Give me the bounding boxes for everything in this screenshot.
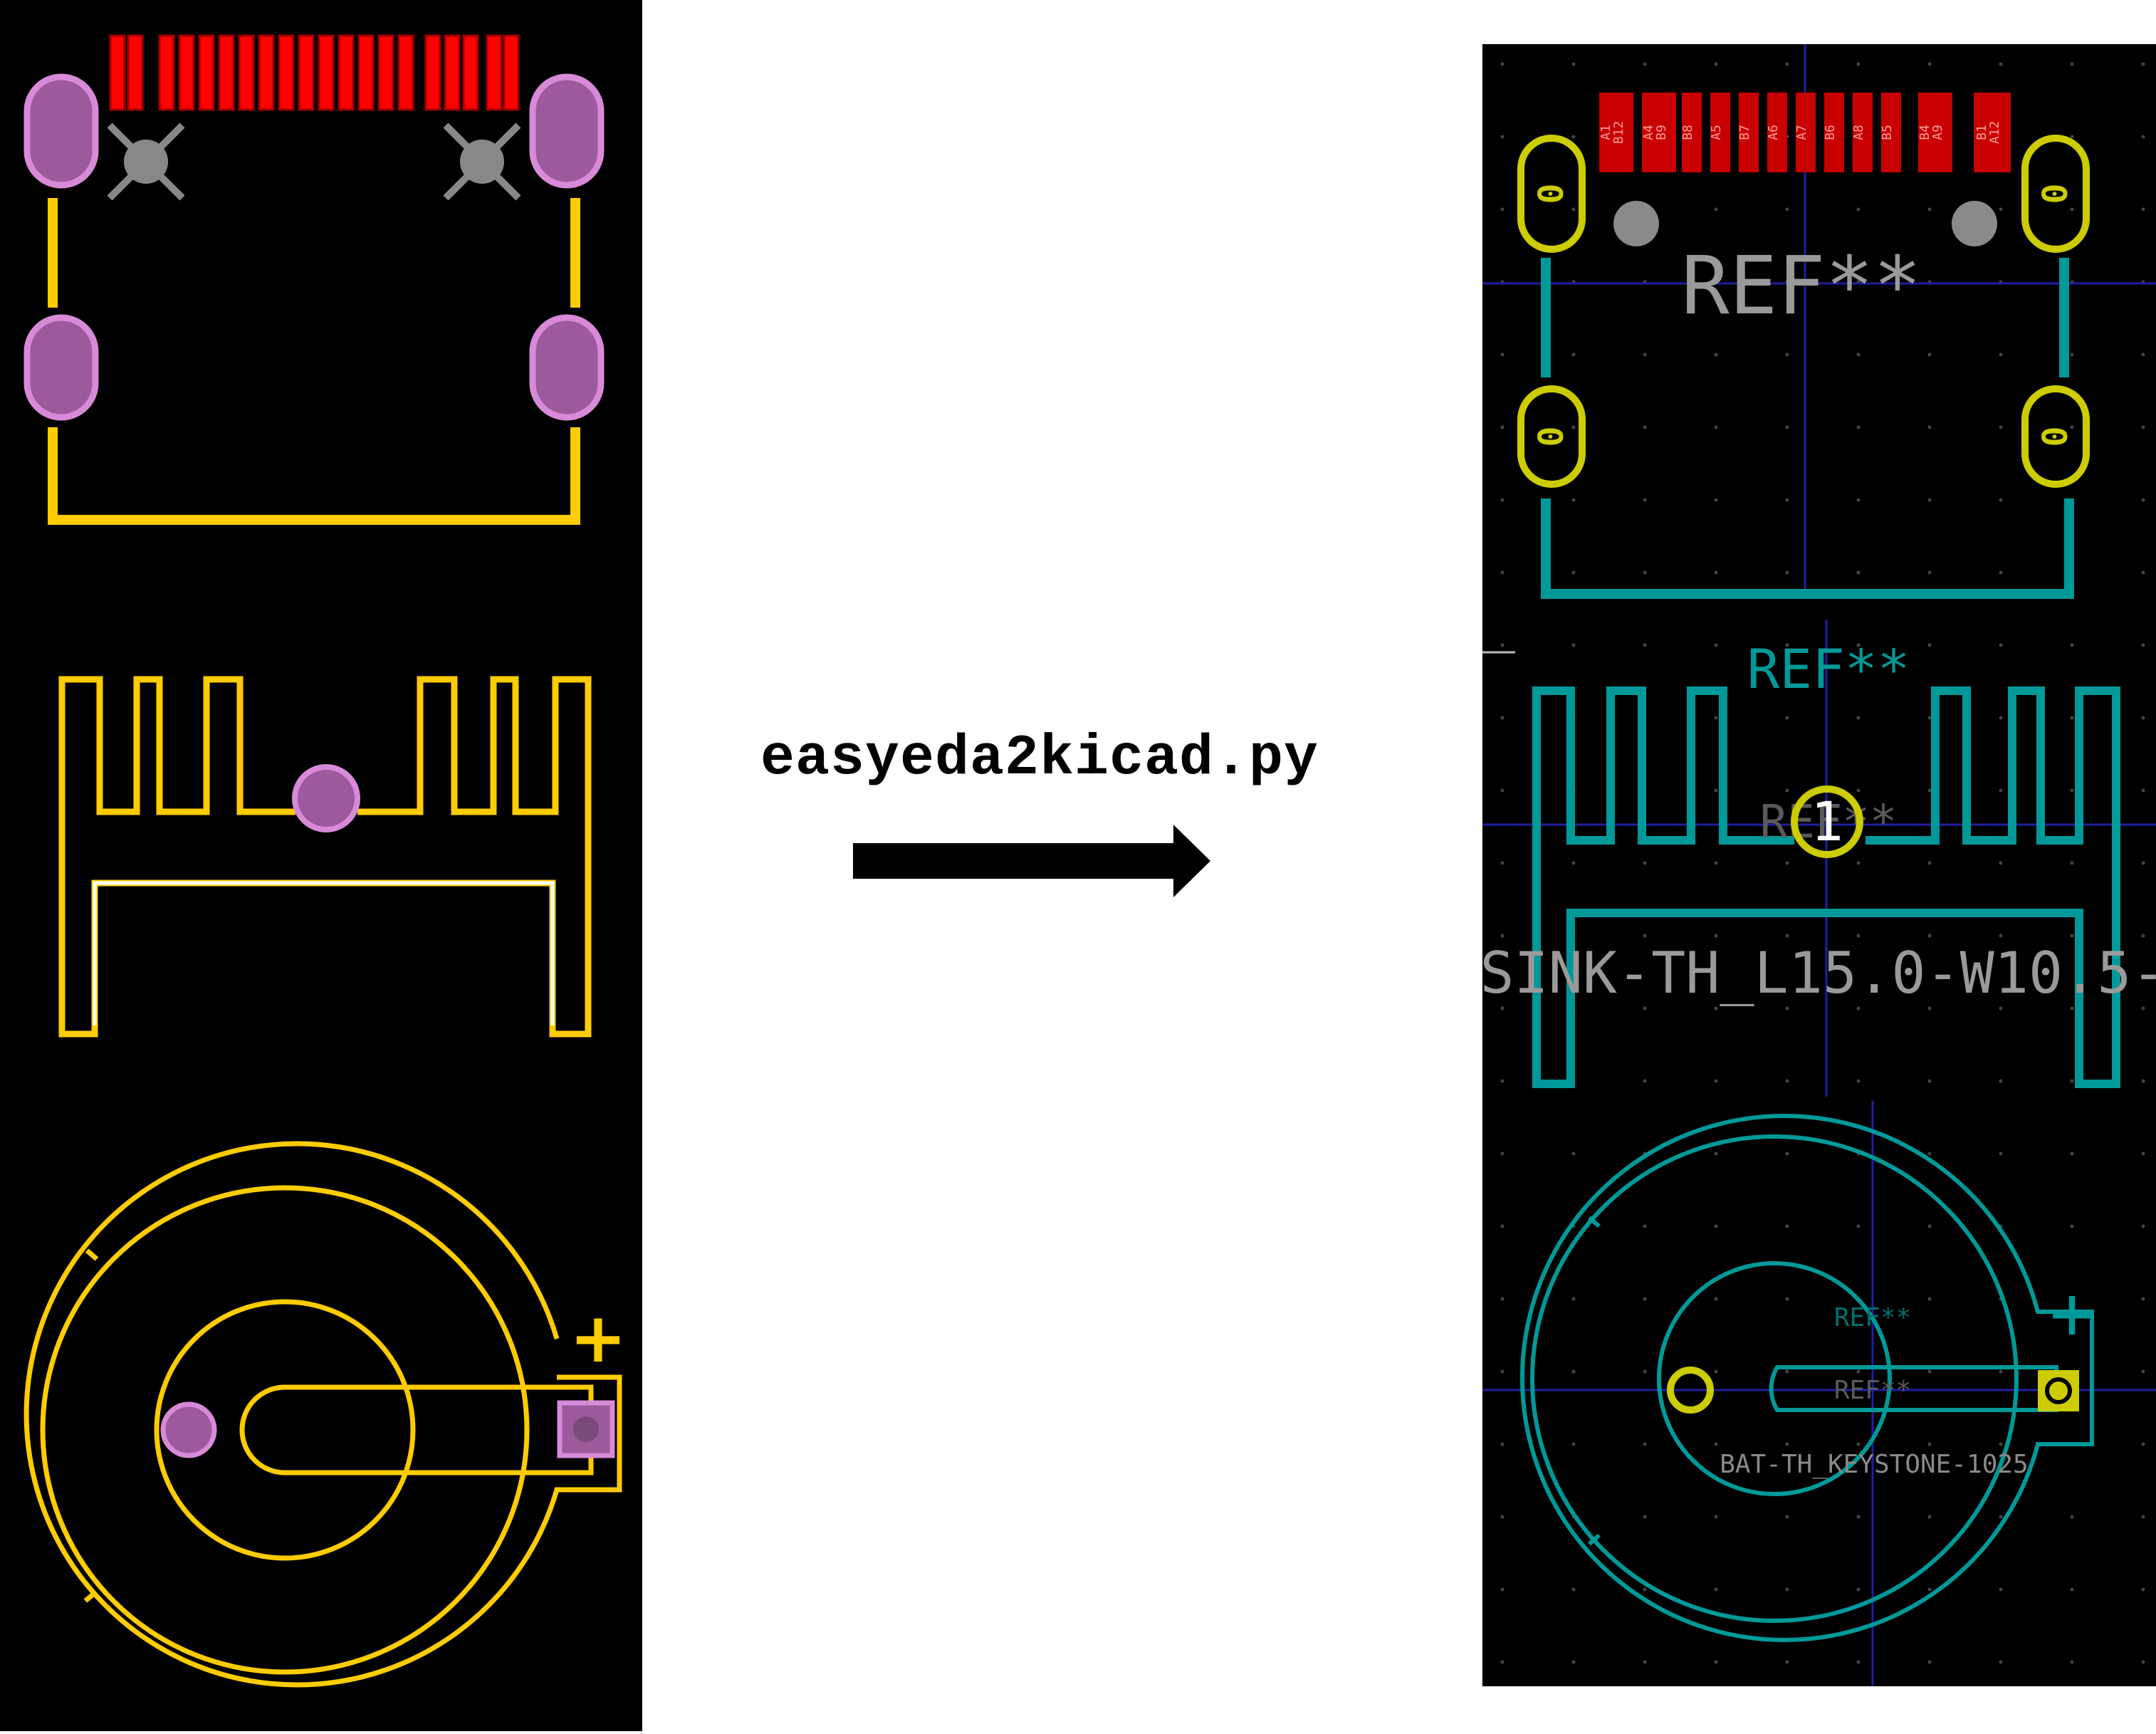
easyeda-usb-outline [48, 198, 580, 525]
kicad-usb-smd-pad [1853, 93, 1873, 172]
kicad-usb-pin-label: A8 [1851, 125, 1866, 140]
kicad-usb-pin-label: B7 [1737, 125, 1752, 140]
conversion-arrow [853, 825, 1210, 897]
easyeda-usb-c-footprint [23, 34, 605, 525]
kicad-usb-pad-glyph: 0 [2036, 427, 2076, 447]
easyeda-view: + [0, 0, 642, 1731]
kicad-usb-smd-pad [1682, 93, 1702, 172]
easyeda-battery-negative-pad [160, 1401, 217, 1458]
kicad-usb-pin-label: B1 [1974, 125, 1989, 140]
kicad-usb-smd-pad [1824, 93, 1844, 172]
kicad-usb-ref-label: REF** [1681, 240, 1921, 333]
kicad-heatsink-ref-top: REF** [1747, 637, 1910, 701]
kicad-battery-center-ring [1657, 1261, 1892, 1496]
kicad-battery-contact [1769, 1365, 2058, 1412]
kicad-battery-negative-pad [1667, 1367, 1714, 1414]
kicad-heatsink-value-label: HEAT-SINK-TH_L15.0-W10.5-H25.0 [1309, 940, 2156, 1006]
kicad-usb-pin-label: A5 [1709, 125, 1724, 140]
kicad-usb-pin-label: B12 [1611, 121, 1626, 145]
kicad-usb-pin-label: A6 [1766, 125, 1781, 140]
easyeda-battery-inner-ring [40, 1185, 530, 1675]
easyeda-heatsink-footprint [58, 676, 592, 1038]
kicad-battery-footprint: + REF** REF** BAT-TH_KEYSTONE-1025 [1520, 1114, 2095, 1642]
kicad-usb-smd-pad [1881, 93, 1901, 172]
kicad-usb-pin-label: B4 [1917, 125, 1932, 140]
kicad-usb-pin-label: B9 [1654, 125, 1669, 140]
kicad-battery-ref-top: REF** [1834, 1303, 1911, 1332]
kicad-usb-shield-pads [1517, 135, 2090, 488]
kicad-usb-pin-label: A9 [1930, 125, 1945, 140]
kicad-heatsink-outline [1532, 686, 2120, 1088]
kicad-usb-smd-pad [1918, 93, 1952, 172]
kicad-usb-pad-glyph: 0 [1532, 184, 1571, 204]
kicad-heatsink-ref-middle: REF** [1760, 796, 1898, 849]
kicad-battery-inner-ring [1530, 1134, 2019, 1623]
kicad-battery-outer-outline [1520, 1114, 2094, 1642]
kicad-usb-smd-pad [1599, 93, 1633, 172]
kicad-usb-pin-label: A12 [1987, 121, 2002, 145]
easyeda-heatsink-white-line [93, 881, 555, 1025]
kicad-usb-pin-label: B5 [1880, 125, 1895, 140]
easyeda-heatsink-pad [292, 764, 360, 832]
easyeda-usb-shield-pads [23, 73, 605, 421]
kicad-usb-pin-label: A4 [1641, 125, 1656, 140]
kicad-heatsink-footprint: REF** REF** 1 HEAT-SINK-TH_L15.0-W10.5-H… [1309, 637, 2156, 1088]
kicad-usb-pin-label: B8 [1680, 125, 1695, 140]
kicad-heatsink-pad [1791, 785, 1863, 858]
kicad-usb-smd-pad [1710, 93, 1730, 172]
kicad-battery-positive-pad [2038, 1370, 2079, 1411]
kicad-usb-smd-pad [1974, 93, 2011, 172]
kicad-usb-pin-label: B6 [1823, 125, 1838, 140]
kicad-battery-value-label: BAT-TH_KEYSTONE-1025 [1720, 1450, 2028, 1479]
kicad-battery-ref-middle: REF** [1834, 1376, 1911, 1405]
kicad-usb-outline [1541, 258, 2074, 599]
kicad-usb-smd-pad [1796, 93, 1816, 172]
kicad-usb-smd-pad [1767, 93, 1787, 172]
kicad-usb-smd-pad [1739, 93, 1759, 172]
kicad-heatsink-pin-number: 1 [1811, 790, 1843, 853]
kicad-background [1482, 44, 2156, 1686]
kicad-usb-pin-label: A1 [1598, 125, 1613, 140]
kicad-usb-smd-pad [1642, 93, 1676, 172]
easyeda-usb-npth-holes [107, 122, 521, 201]
easyeda-battery-center-ring [154, 1299, 416, 1561]
kicad-usb-pad-glyph: 0 [2036, 184, 2076, 204]
easyeda-battery-footprint [23, 1141, 622, 1688]
kicad-usb-npth-holes [1613, 201, 1997, 246]
converter-script-label: easyeda2kicad.py [760, 726, 1319, 791]
kicad-battery-plus-label: + [2050, 1270, 2095, 1357]
kicad-usb-pad-glyph: 0 [1532, 427, 1571, 447]
easyeda-usb-smd-pads [109, 34, 520, 111]
kicad-usb-pin-label: A7 [1794, 125, 1809, 140]
easyeda-battery-plus-label: + [570, 1298, 627, 1378]
easyeda-background [0, 0, 642, 1731]
